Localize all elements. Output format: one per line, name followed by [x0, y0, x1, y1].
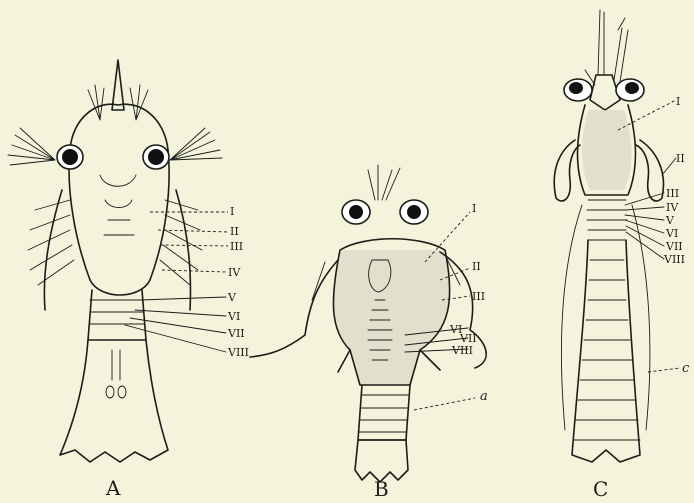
label-c-VII: VII: [665, 240, 683, 253]
label-b-VIII: VIII: [451, 344, 473, 357]
label-b-III: III: [472, 290, 485, 303]
labels-a: I II III IV V VI VII VIII A: [105, 205, 249, 500]
label-a-VIII: VIII: [227, 346, 249, 359]
label-c-IV: IV: [666, 201, 679, 214]
label-b-II: II: [472, 260, 481, 273]
label-a-VI: VI: [227, 310, 240, 323]
label-b-I: I: [472, 202, 476, 215]
label-c-VI: VI: [665, 227, 678, 240]
label-a-III: III: [230, 240, 243, 253]
label-c-c: c: [682, 361, 690, 376]
specimen-a: [8, 60, 228, 462]
panel-label-a: A: [105, 476, 121, 500]
panel-label-b: B: [374, 477, 389, 501]
label-b-a: a: [480, 389, 488, 404]
label-c-II: II: [676, 152, 685, 165]
label-a-VII: VII: [227, 327, 245, 340]
specimen-c: [554, 10, 680, 462]
label-c-V: V: [665, 214, 675, 227]
label-a-II: II: [230, 225, 239, 238]
panel-label-c: C: [593, 477, 608, 501]
label-c-VIII: VIII: [663, 253, 685, 266]
label-a-I: I: [230, 205, 234, 218]
label-a-V: V: [227, 291, 237, 304]
label-c-III: III: [666, 187, 679, 200]
label-c-I: I: [676, 95, 680, 108]
label-a-IV: IV: [228, 266, 241, 279]
